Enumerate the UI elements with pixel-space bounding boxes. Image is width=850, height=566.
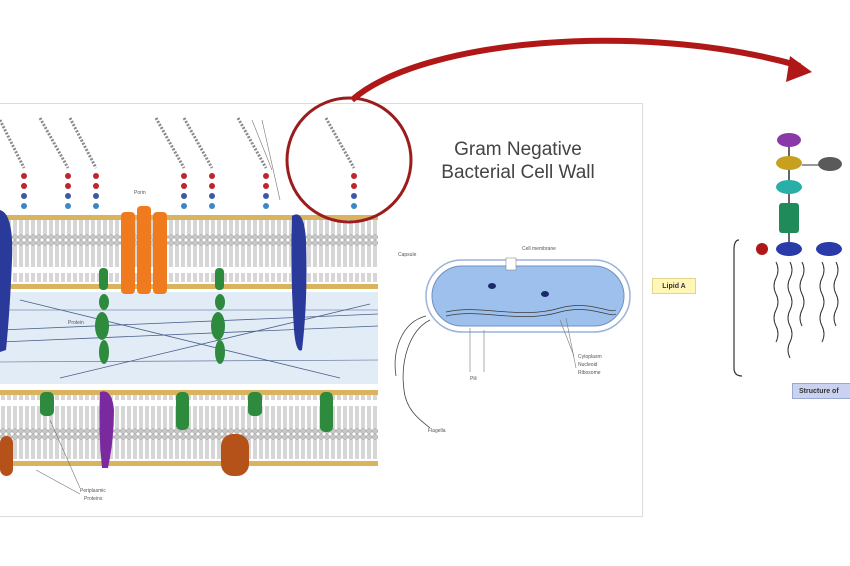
structure-label: Structure of (792, 383, 850, 399)
periplasmic-label-1: Periplasmic (80, 488, 106, 494)
title-line-2: Bacterial Cell Wall (441, 162, 595, 183)
flagella-label: Flagella (428, 428, 446, 434)
periplasm (0, 292, 379, 384)
red-arrow-head (786, 56, 812, 82)
red-arrow (350, 37, 801, 103)
pili-label: Pili (470, 376, 477, 382)
lps-core-beads (21, 173, 357, 209)
outer-membrane (0, 215, 378, 289)
porin (121, 206, 167, 294)
ribosome-label: Ribosome (578, 370, 601, 376)
porin-label: Porin (134, 190, 146, 196)
nucleoid-label: Nucleoid (578, 362, 598, 368)
lipid-a-structure (733, 133, 842, 377)
cell-membrane-label: Cell membrane (522, 246, 556, 252)
brown-proteins (0, 434, 249, 476)
blue-proteins (0, 210, 307, 352)
capsule-label: Capsule (398, 252, 417, 258)
bacterium (394, 257, 631, 429)
lps-chains (0, 117, 356, 169)
protein-label: Protein (68, 320, 84, 326)
title-line-1: Gram Negative (454, 139, 582, 160)
magnify-circle (285, 96, 413, 224)
periplasmic-label-2: Proteins (84, 496, 103, 502)
purple-protein (99, 391, 114, 468)
diagram-title: Gram Negative Bacterial Cell Wall (418, 138, 618, 184)
cytoplasm-label: Cytoplasm (578, 354, 602, 360)
callout-lines (35, 119, 281, 495)
lipid-a-label: Lipid A (652, 278, 696, 294)
green-proteins (40, 268, 333, 432)
